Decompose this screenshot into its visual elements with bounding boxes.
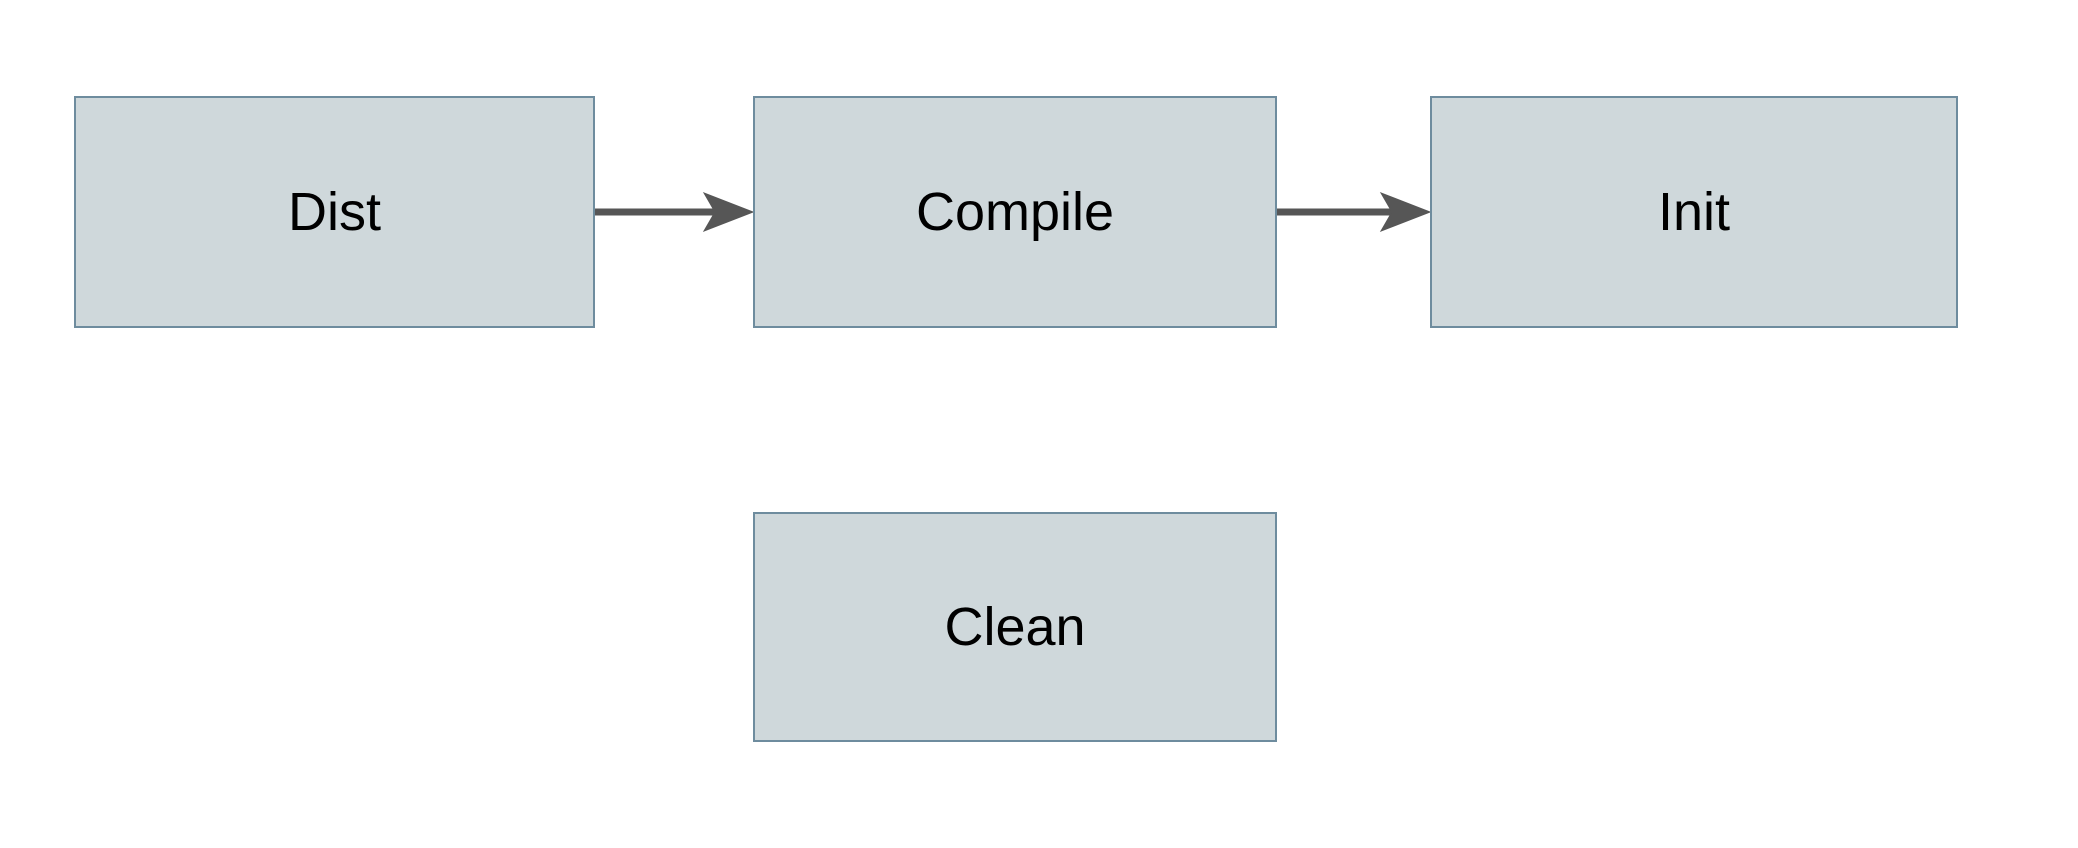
node-dist[interactable]: Dist (74, 96, 595, 328)
arrowhead-compile-to-init (1379, 192, 1432, 232)
arrowhead-dist-to-compile (702, 192, 755, 232)
node-compile-label: Compile (915, 182, 1115, 242)
edge-compile-to-init[interactable] (1277, 192, 1432, 232)
node-compile[interactable]: Compile (753, 96, 1277, 328)
node-clean[interactable]: Clean (753, 512, 1277, 742)
node-clean-label: Clean (944, 597, 1086, 657)
edge-dist-to-compile[interactable] (595, 192, 755, 232)
node-init[interactable]: Init (1430, 96, 1958, 328)
node-init-label: Init (1657, 182, 1731, 242)
node-dist-label: Dist (288, 182, 381, 242)
